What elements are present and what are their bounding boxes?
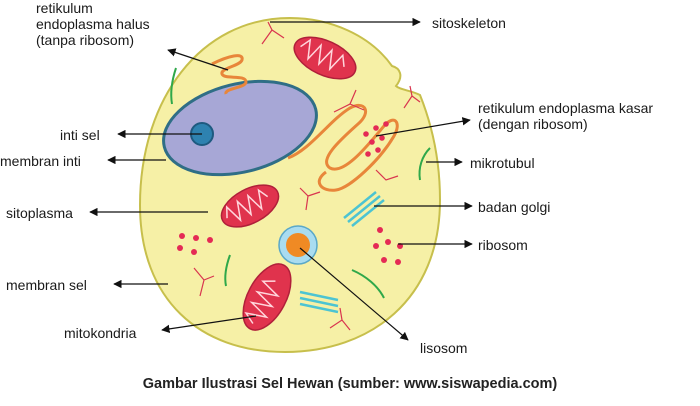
label-inti-sel: inti sel [60,127,100,143]
cell-membrane [138,16,442,354]
label-sitoplasma: sitoplasma [6,205,73,221]
label-ribosom: ribosom [478,237,528,253]
mitochondrion [242,263,292,331]
microtubules [170,67,431,299]
smooth-er [211,54,248,95]
pointer-arrows [89,17,473,341]
label-smooth-er: retikulum endoplasma halus (tanpa riboso… [36,0,150,48]
cytoskeleton [193,21,421,331]
label-sitoskeleton: sitoskeleton [432,15,506,31]
mitochondrion [220,184,280,228]
label-membran-sel: membran sel [6,277,87,293]
rough-er [287,103,399,192]
golgi-body [343,191,385,227]
label-lisosom: lisosom [420,340,468,356]
label-mitokondria: mitokondria [64,325,137,341]
mitochondrion [293,36,357,80]
figure-caption: Gambar Ilustrasi Sel Hewan (sumber: www.… [142,376,558,392]
golgi-body [299,290,339,314]
label-badan-golgi: badan golgi [478,199,551,215]
nucleus [162,79,318,177]
label-rough-er: retikulum endoplasma kasar (dengan ribos… [478,100,654,132]
label-mikrotubul: mikrotubul [470,155,535,171]
label-membran-inti: membran inti [0,153,81,169]
